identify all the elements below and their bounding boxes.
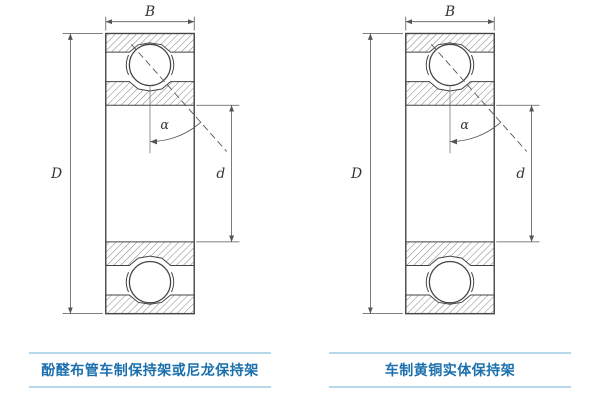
width-label: B bbox=[144, 4, 155, 20]
bore-diameter-label: d bbox=[216, 166, 225, 182]
contact-angle-annotation: α bbox=[430, 44, 528, 154]
contact-angle-annotation: α bbox=[130, 44, 228, 154]
width-label: B bbox=[444, 4, 455, 20]
angle-label: α bbox=[160, 118, 169, 133]
caption-right: 车制黄铜实体保持架 bbox=[329, 352, 571, 388]
bearing-figure-right: α B D d 车制黄铜实体保持架 bbox=[300, 0, 600, 400]
bottom-ball bbox=[428, 260, 472, 304]
bore-diameter-label: d bbox=[516, 166, 525, 182]
dimension-D: D bbox=[50, 33, 103, 315]
outer-diameter-label: D bbox=[50, 166, 62, 182]
bearing-diagram-right: α B D d bbox=[350, 4, 540, 315]
bearing-diagram-left: α B D d bbox=[50, 4, 240, 315]
dimension-d: d bbox=[496, 104, 540, 243]
dimension-D: D bbox=[350, 33, 403, 315]
dimension-B: B bbox=[105, 4, 195, 31]
caption-text: 车制黄铜实体保持架 bbox=[384, 362, 516, 378]
bottom-ring-section bbox=[105, 241, 195, 315]
bearing-figure-left: α B D d 酚醛布管车制保持架或尼龙保持架 bbox=[29, 4, 271, 388]
outer-diameter-label: D bbox=[350, 166, 362, 182]
caption-text: 酚醛布管车制保持架或尼龙保持架 bbox=[41, 362, 259, 378]
bottom-ring-section bbox=[405, 241, 495, 315]
dimension-B: B bbox=[405, 4, 495, 31]
angle-label: α bbox=[460, 118, 469, 133]
bottom-ball bbox=[128, 260, 172, 304]
caption-left: 酚醛布管车制保持架或尼龙保持架 bbox=[29, 352, 271, 388]
dimension-d: d bbox=[196, 104, 240, 243]
